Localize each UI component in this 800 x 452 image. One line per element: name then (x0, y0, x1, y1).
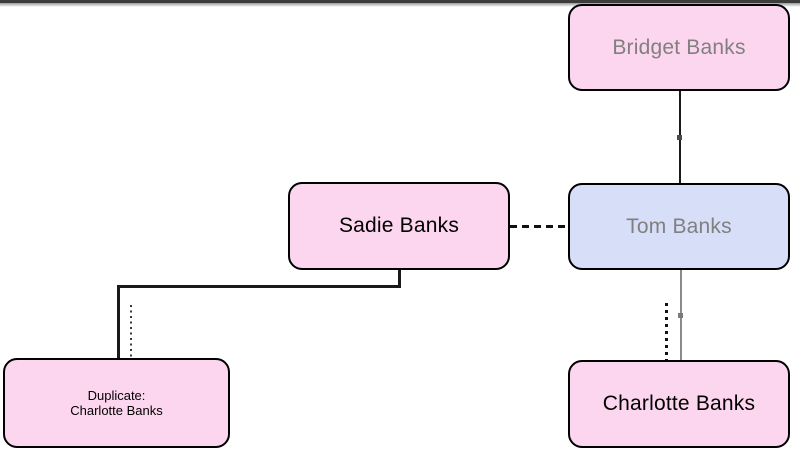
edge-sadie-child-stub (398, 270, 401, 288)
duplicate-tag-label: Duplicate: (87, 388, 146, 403)
person-label: Bridget Banks (612, 35, 746, 59)
person-label: Charlotte Banks (602, 392, 756, 415)
person-node-duplicate-charlotte-banks[interactable]: Duplicate: Charlotte Banks (3, 358, 230, 448)
edge-tom-charlotte-midpoint-handle[interactable] (678, 313, 683, 318)
person-label: Sadie Banks (338, 214, 460, 237)
window-top-edge-shadow (0, 3, 800, 7)
edge-bridget-tom-midpoint-handle[interactable] (677, 135, 682, 140)
person-node-bridget-banks[interactable]: Bridget Banks (568, 4, 790, 91)
person-node-tom-banks[interactable]: Tom Banks (568, 183, 790, 270)
edge-sadie-tom-dashed (510, 225, 568, 228)
person-label: Tom Banks (626, 214, 732, 238)
edge-duplicate-dotted (130, 305, 132, 358)
edge-sadie-duplicate-vertical (117, 285, 120, 358)
person-label: Charlotte Banks (70, 403, 163, 418)
edge-charlotte-dotted (665, 303, 668, 360)
window-top-edge (0, 0, 800, 3)
person-node-sadie-banks[interactable]: Sadie Banks (288, 182, 510, 270)
edge-sadie-duplicate-horizontal (117, 285, 401, 288)
person-node-charlotte-banks[interactable]: Charlotte Banks (568, 360, 790, 448)
